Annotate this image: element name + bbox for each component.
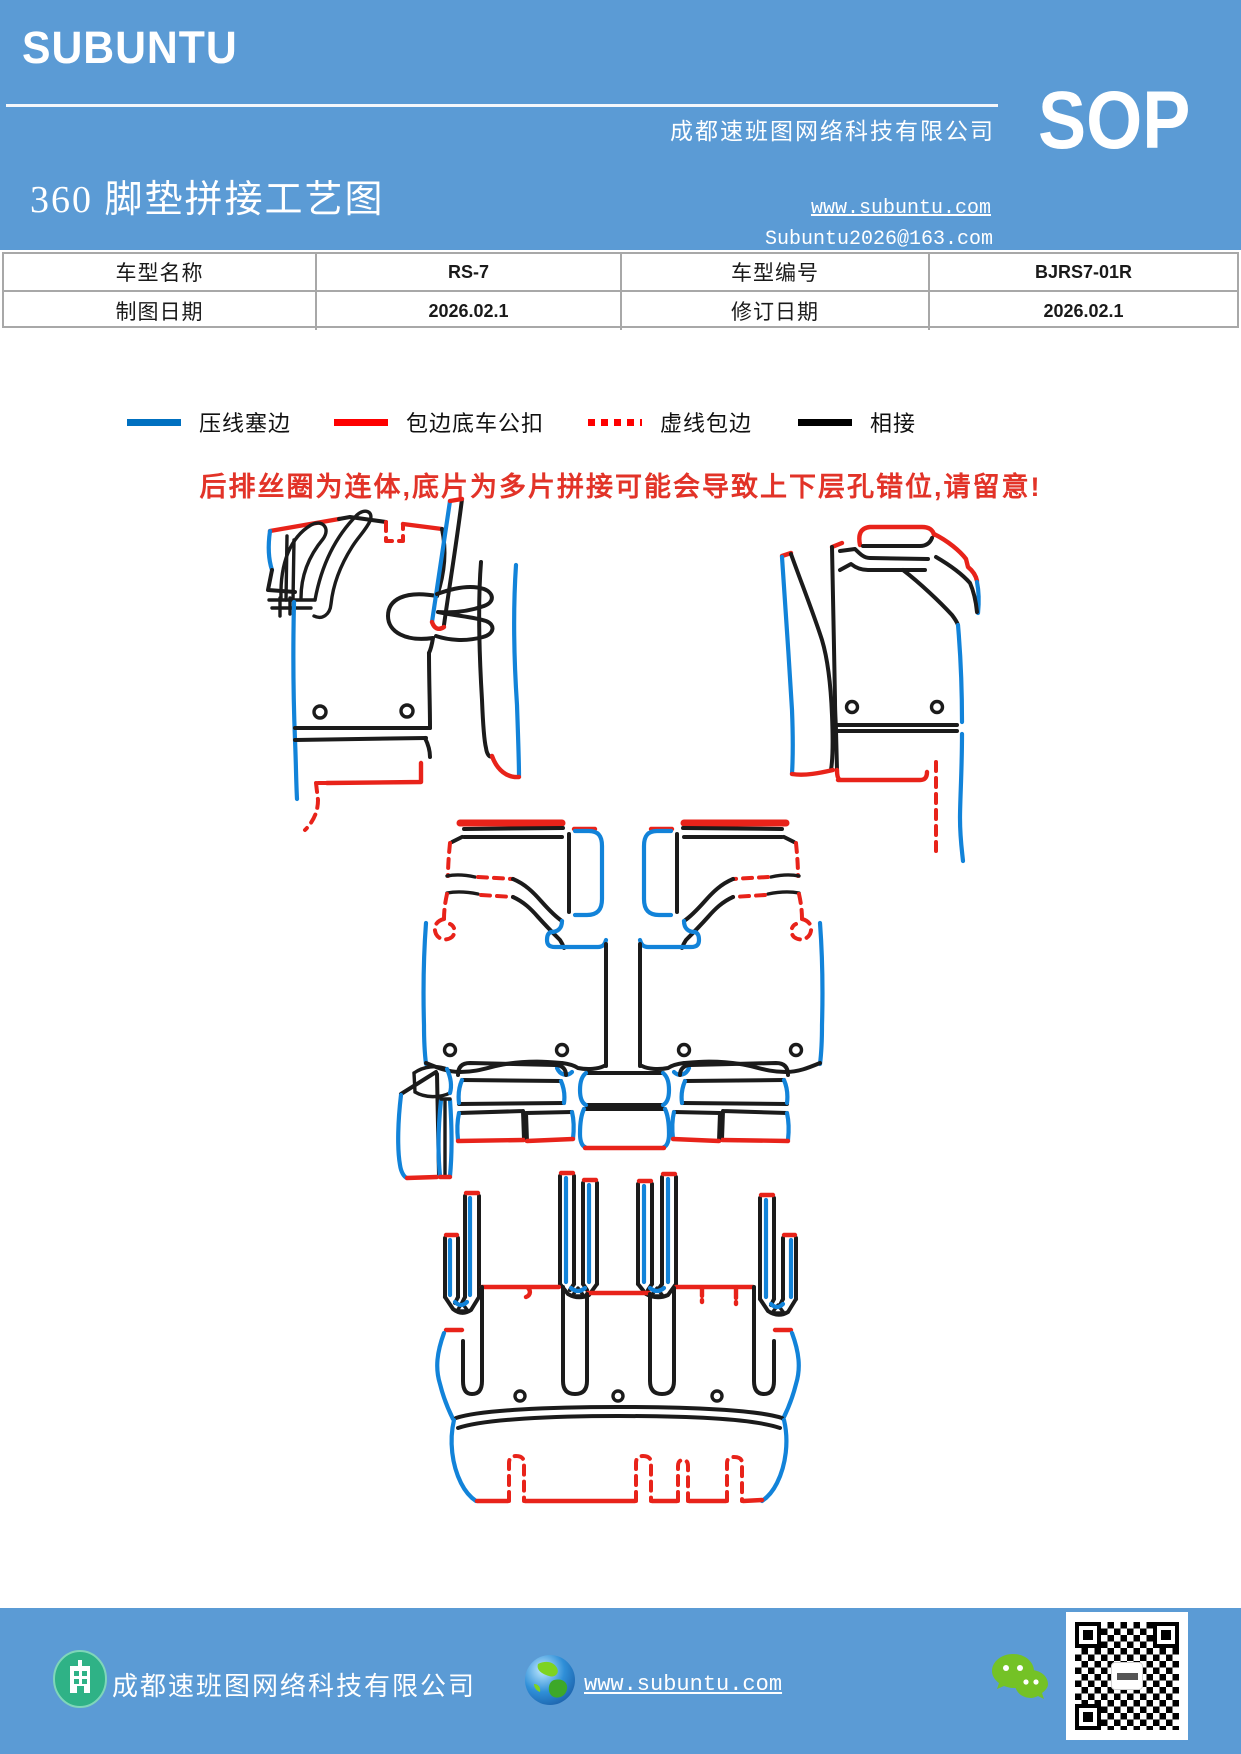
red-dotted-line-sample	[588, 418, 642, 426]
footer-company-name: 成都速班图网络科技有限公司	[112, 1672, 477, 1701]
model-code-value: BJRS7-01R	[930, 254, 1237, 292]
model-code-label: 车型编号	[622, 254, 930, 292]
qr-center-logo	[1111, 1662, 1143, 1690]
wechat-icon	[992, 1654, 1048, 1699]
legend-item-join: 相接	[798, 406, 916, 438]
blue-line-sample	[127, 418, 181, 426]
model-name-label: 车型名称	[4, 254, 317, 292]
legend-item-press-edge: 压线塞边	[127, 406, 291, 438]
mat-splicing-diagram	[266, 496, 981, 1504]
qr-code	[1066, 1612, 1188, 1740]
header-divider	[6, 104, 998, 107]
second-row-right-mat	[640, 823, 822, 1075]
model-name-value: RS-7	[317, 254, 622, 292]
draw-date-label: 制图日期	[4, 292, 317, 330]
second-row-left-mat	[421, 819, 609, 1077]
connector-pieces	[396, 1063, 788, 1181]
header-email-text: Subuntu2026@163.com	[764, 228, 993, 251]
header-website-link[interactable]: www.subuntu.com	[810, 197, 991, 220]
revise-date-value: 2026.02.1	[1043, 300, 1124, 321]
legend-item-bind-edge: 包边底车公扣	[334, 406, 544, 438]
header: SUBUNTU 360 脚垫拼接工艺图 成都速班图网络科技有限公司 www.su…	[0, 0, 1241, 251]
footer: 成都速班图网络科技有限公司 www.subuntu.com	[0, 1608, 1241, 1754]
sop-badge: SOP	[1038, 75, 1191, 166]
red-line-sample	[334, 418, 388, 426]
qr-pattern	[1075, 1622, 1179, 1730]
footer-website-link[interactable]: www.subuntu.com	[584, 1672, 783, 1697]
draw-date-value: 2026.02.1	[317, 292, 622, 330]
third-row-mat	[435, 1170, 801, 1504]
qr-finder-top-right	[1153, 1622, 1179, 1648]
header-company-name: 成都速班图网络科技有限公司	[670, 119, 995, 144]
revise-date-label: 修订日期	[622, 292, 930, 330]
qr-finder-bottom-left	[1075, 1704, 1101, 1730]
legend-item-dashed-bind: 虚线包边	[588, 406, 752, 438]
black-line-sample	[798, 418, 852, 426]
vehicle-info-table: 车型名称 RS-7 车型编号 BJRS7-01R 制图日期 2026.02.1 …	[2, 252, 1239, 330]
warning-text: 后排丝圈为连体,底片为多片拼接可能会导致上下层孔错位,请留意!	[199, 472, 1042, 502]
page-title: 360 脚垫拼接工艺图	[30, 179, 385, 221]
line-style-legend: 压线塞边 包边底车公扣 虚线包边 相接	[0, 406, 1241, 446]
brand-logo: SUBUNTU	[22, 22, 238, 73]
passenger-front-mat	[779, 524, 981, 864]
building-icon	[53, 1650, 107, 1708]
qr-finder-top-left	[1075, 1622, 1101, 1648]
globe-icon	[525, 1655, 575, 1705]
driver-front-mat	[266, 496, 522, 832]
